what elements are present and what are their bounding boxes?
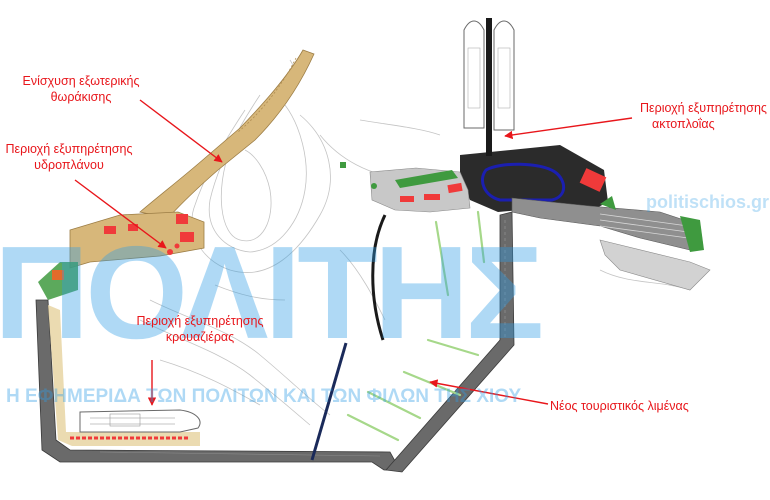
outer-breakwater [139, 49, 315, 219]
annotation-arrows [74, 99, 633, 406]
label-seaplane-line2: υδροπλάνου [34, 158, 104, 172]
label-cruise-line1: Περιοχή εξυπηρέτησης [136, 314, 264, 328]
arrow-outer-armour [139, 99, 223, 163]
label-cruise: Περιοχή εξυπηρέτησης κρουαζιέρας [120, 313, 280, 345]
label-coastal-shipping: Περιοχή εξυπηρέτησης ακτοπλοΐας [640, 100, 770, 132]
seaplane-marker [167, 249, 173, 255]
ferry-ship-left [463, 20, 485, 129]
waterfront-promenade [340, 162, 471, 213]
building [180, 232, 194, 242]
ferry-jetty [486, 18, 492, 156]
ship-lane [481, 162, 566, 202]
ferry-ship-right [493, 20, 515, 131]
inner-breakwater [371, 214, 387, 341]
watermark-tagline: Η ΕΦΗΜΕΡΙΔΑ ΤΩΝ ΠΟΛΙΤΩΝ ΚΑΙ ΤΩΝ ΦΙΛΩΝ ΤΗ… [6, 386, 522, 407]
building [128, 224, 138, 231]
entrance-breakwater [310, 342, 348, 461]
label-seaplane: Περιοχή εξυπηρέτησης υδροπλάνου [0, 141, 164, 173]
label-cruise-line2: κρουαζιέρας [165, 330, 235, 344]
arrow-tourist-port [429, 379, 549, 405]
east-parking [511, 196, 711, 291]
watermark-site: politischios.gr [646, 192, 770, 212]
label-outer-armour-line1: Ενίσχυση εξωτερικής [22, 74, 140, 88]
arrow-seaplane [74, 179, 167, 249]
label-tourist-port: Νέος τουριστικός λιμένας [550, 399, 689, 413]
arrow-coastal-shipping [504, 117, 633, 140]
seaplane-platform [69, 211, 205, 269]
label-coastal-shipping-line2: ακτοπλοΐας [652, 117, 715, 131]
west-corner [38, 262, 78, 300]
seaplane-marker [174, 243, 180, 249]
building [104, 226, 116, 234]
label-seaplane-line1: Περιοχή εξυπηρέτησης [5, 142, 133, 156]
building [176, 214, 188, 224]
watermark-brand: ΠΟΛΙΤΗΣ [0, 219, 544, 366]
label-outer-armour: Ενίσχυση εξωτερικής θωράκισης [8, 73, 154, 105]
label-coastal-shipping-line1: Περιοχή εξυπηρέτησης [640, 101, 767, 115]
label-outer-armour-line2: θωράκισης [50, 90, 112, 104]
building [579, 168, 607, 192]
cruise-ship [79, 409, 201, 433]
